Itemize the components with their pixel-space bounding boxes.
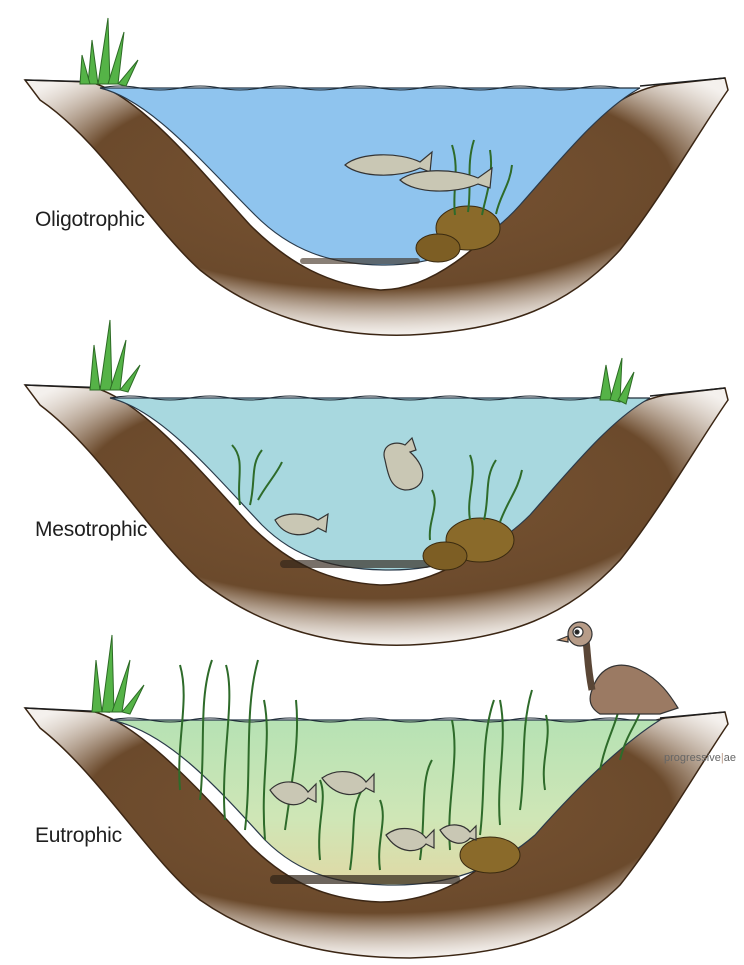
gravel [300,258,420,264]
eutrophic-lake [25,622,728,958]
grass-tuft [80,18,138,86]
duck-illustration [558,622,678,714]
watermark-suffix: ae [724,752,736,764]
rocks [460,837,520,873]
grass-tuft [90,320,140,392]
grass-tuft [92,635,144,714]
eutrophic-label: Eutrophic [35,824,122,848]
gravel [280,560,430,568]
grass-tuft [600,358,634,404]
oligotrophic-label: Oligotrophic [35,208,145,232]
watermark: progressive|ae [664,752,736,764]
mesotrophic-lake [25,320,728,645]
gravel [270,875,460,884]
mesotrophic-label: Mesotrophic [35,518,147,542]
watermark-brand: progressive [664,752,721,764]
oligotrophic-lake [25,18,728,335]
